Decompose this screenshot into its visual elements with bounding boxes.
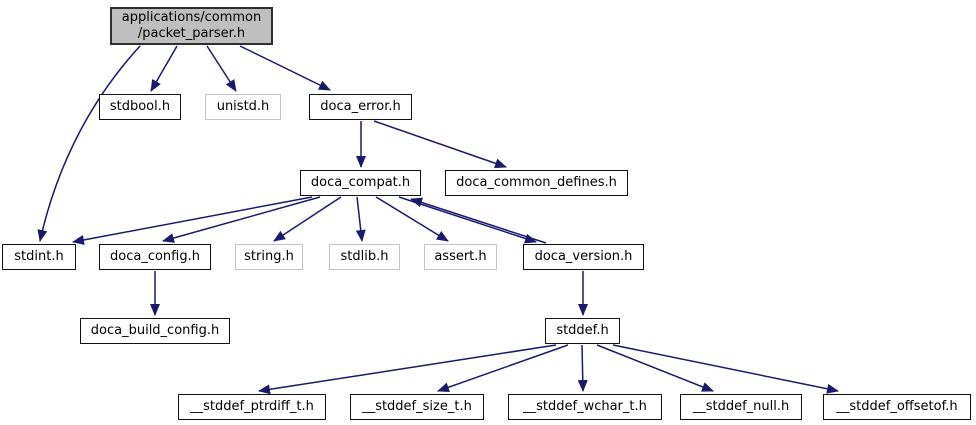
graph-node-doca-build-config[interactable]: doca_build_config.h — [80, 318, 230, 344]
graph-node-label: stddef.h — [556, 323, 609, 339]
edge-doca-compat-to-doca-config — [162, 196, 321, 243]
graph-node-unistd: unistd.h — [205, 94, 281, 120]
graph-node-label: assert.h — [434, 249, 487, 265]
graph-node-stddef-wchar-t[interactable]: __stddef_wchar_t.h — [508, 394, 662, 420]
edge-doca-compat-to-assert — [375, 196, 449, 242]
graph-node-doca-config[interactable]: doca_config.h — [99, 244, 211, 270]
graph-node-stddef-null[interactable]: __stddef_null.h — [680, 394, 802, 420]
graph-node-label: doca_build_config.h — [90, 323, 220, 339]
graph-node-label: stdlib.h — [340, 249, 389, 265]
graph-node-label: string.h — [244, 249, 294, 265]
graph-node-label: stdbool.h — [109, 99, 171, 115]
graph-node-stdlib: stdlib.h — [329, 244, 400, 270]
edge-doca-version-to-doca-compat — [410, 197, 547, 244]
graph-node-stdbool[interactable]: stdbool.h — [99, 94, 181, 120]
edge-stddef-to-stddef-size-t — [437, 344, 569, 393]
edge-doca-compat-to-string — [273, 196, 342, 242]
graph-node-stddef-size-t[interactable]: __stddef_size_t.h — [350, 394, 484, 420]
edge-doca-compat-to-stdlib — [355, 196, 366, 242]
graph-node-label: doca_error.h — [320, 99, 401, 115]
graph-node-label: __stddef_offsetof.h — [836, 399, 958, 415]
graph-node-doca-version[interactable]: doca_version.h — [523, 244, 644, 270]
graph-node-label: __stddef_wchar_t.h — [523, 399, 647, 415]
edge-packet-parser-to-unistd — [206, 45, 237, 92]
graph-node-label: /packet_parser.h — [137, 26, 246, 41]
graph-node-assert: assert.h — [424, 244, 497, 270]
graph-node-label: unistd.h — [216, 99, 270, 115]
graph-node-stddef-ptrdiff-t[interactable]: __stddef_ptrdiff_t.h — [178, 394, 326, 420]
graph-node-doca-common-defines[interactable]: doca_common_defines.h — [445, 170, 628, 196]
graph-node-stddef-offsetof[interactable]: __stddef_offsetof.h — [823, 394, 971, 420]
edge-packet-parser-to-stdint — [37, 45, 141, 242]
graph-node-string: string.h — [235, 244, 303, 270]
graph-node-label: doca_version.h — [534, 249, 633, 265]
graph-node-packet-parser: applications/common/packet_parser.h — [110, 7, 273, 45]
graph-node-label: stdint.h — [14, 249, 64, 265]
edge-doca-compat-to-doca-version — [398, 196, 537, 244]
graph-node-label: __stddef_null.h — [692, 399, 790, 415]
edge-stddef-to-stddef-wchar-t — [577, 344, 588, 392]
graph-node-label: doca_common_defines.h — [456, 175, 617, 191]
graph-node-doca-error[interactable]: doca_error.h — [309, 94, 412, 120]
edge-stddef-to-stddef-ptrdiff-t — [258, 344, 557, 395]
graph-node-label: __stddef_size_t.h — [362, 399, 472, 415]
graph-node-label: doca_compat.h — [310, 175, 411, 191]
edge-stddef-to-stddef-null — [596, 344, 714, 392]
graph-node-doca-compat[interactable]: doca_compat.h — [300, 170, 421, 196]
graph-node-label: applications/common — [121, 10, 262, 26]
graph-node-label: __stddef_ptrdiff_t.h — [190, 399, 314, 415]
graph-node-stdint[interactable]: stdint.h — [2, 244, 76, 270]
edge-doca-error-to-doca-common-defines — [373, 120, 507, 169]
graph-node-stddef[interactable]: stddef.h — [545, 318, 620, 344]
graph-node-label: doca_config.h — [110, 249, 200, 265]
edge-doca-compat-to-stdint — [72, 196, 313, 245]
edge-packet-parser-to-doca-error — [239, 45, 331, 91]
edge-stddef-to-stddef-offsetof — [612, 344, 839, 394]
edge-packet-parser-to-stdbool — [150, 45, 178, 92]
